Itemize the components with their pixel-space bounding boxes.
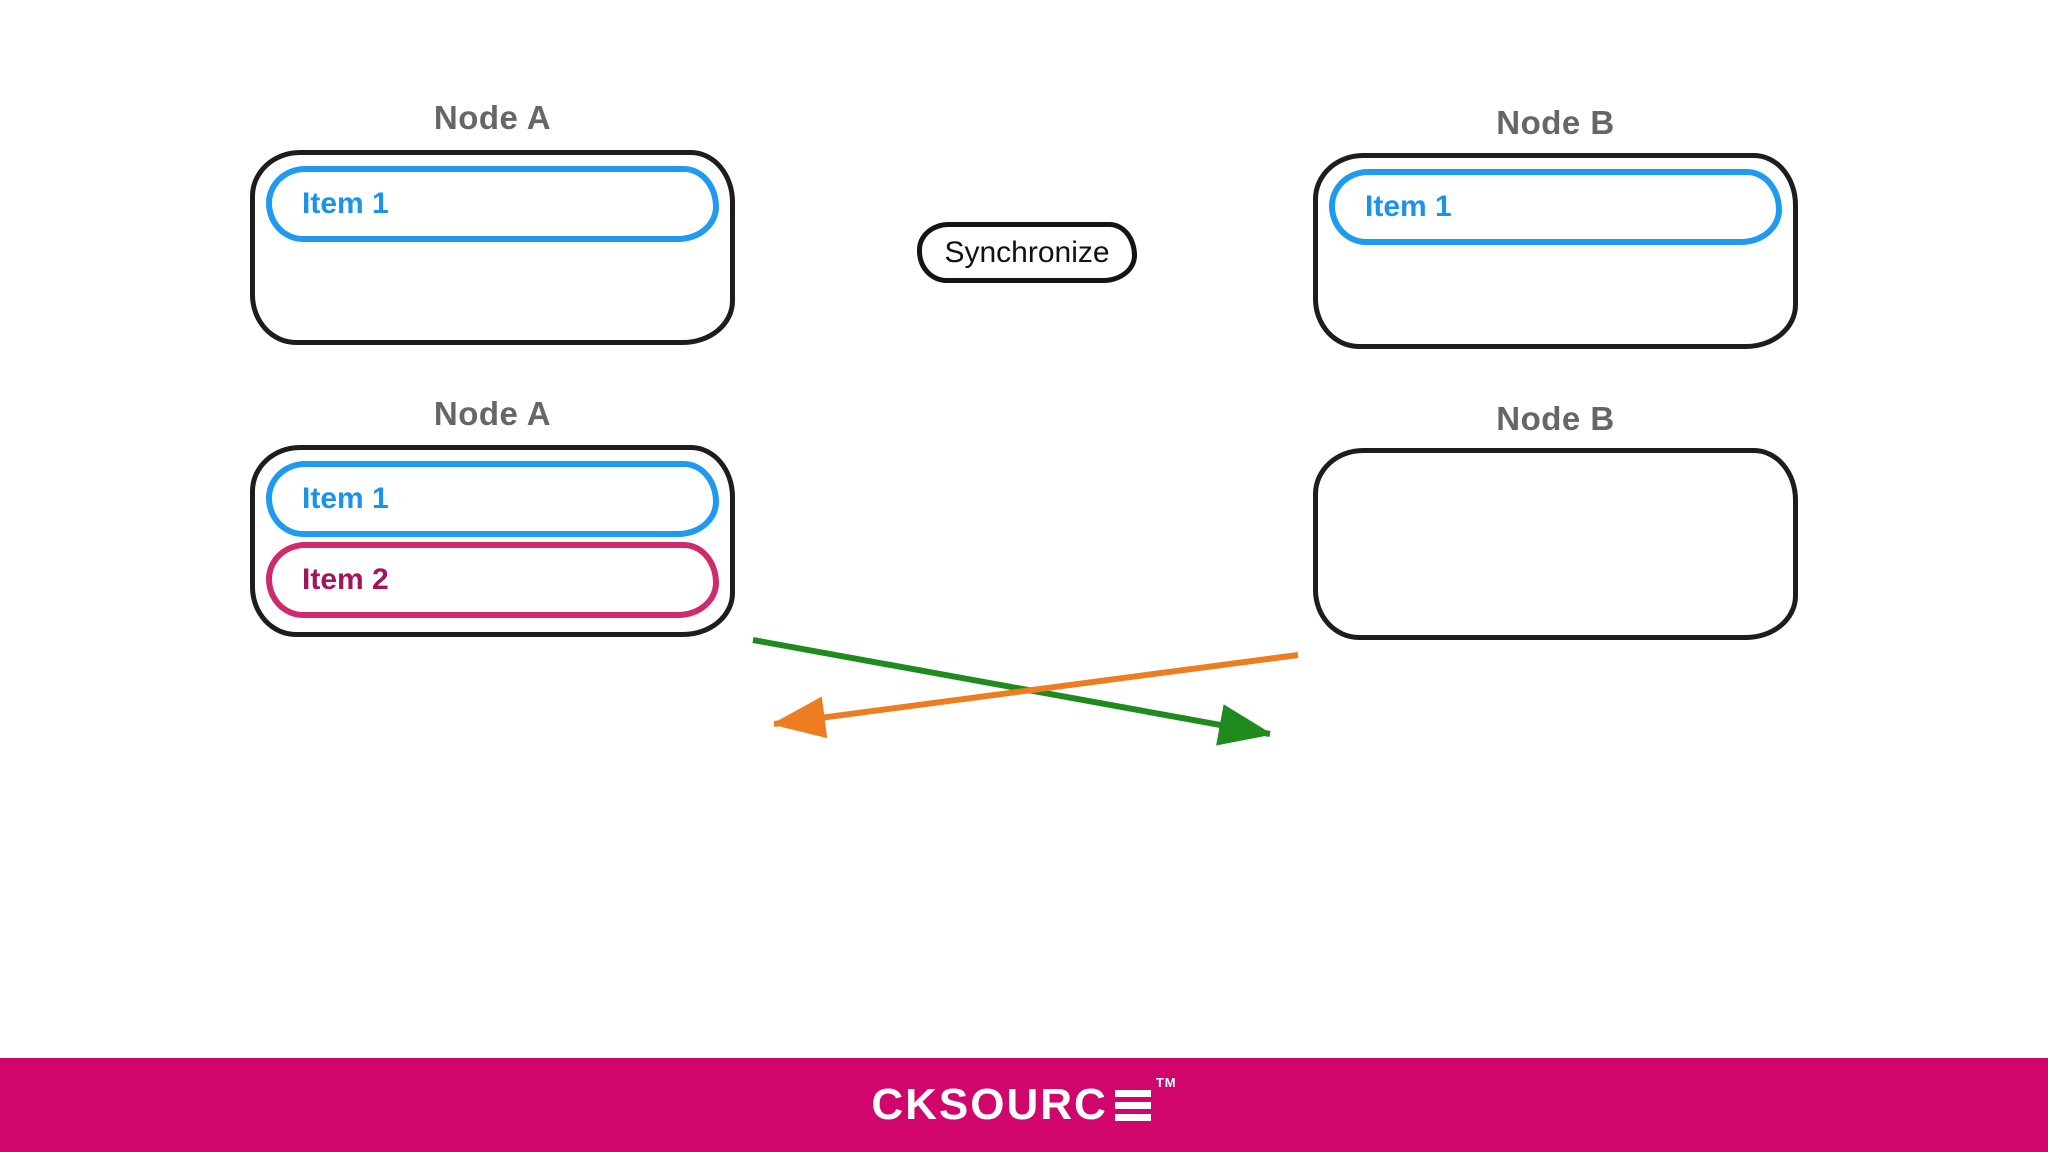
synchronize-button[interactable]: Synchronize [917, 222, 1137, 283]
cksource-logo-e-icon [1114, 1089, 1151, 1121]
sync-arrows [752, 637, 1299, 795]
item-pill: Item 1 [266, 166, 719, 242]
synchronize-button-label: Synchronize [944, 235, 1110, 269]
cksource-logo-text: CKSOURC [871, 1080, 1108, 1129]
footer-bar: CKSOURC TM [0, 1058, 2048, 1152]
green-arrow [752, 637, 1271, 734]
node-a-label-row2: Node A [433, 395, 552, 432]
node-b-label-row2: Node B [1496, 400, 1615, 437]
item-pill: Item 2 [266, 542, 719, 618]
orange-arrow [773, 652, 1299, 724]
node-a-box-row2: Item 1 Item 2 [250, 445, 735, 637]
node-a-label-row1: Node A [433, 99, 552, 136]
item-label: Item 1 [302, 482, 389, 515]
node-b-box-row2 [1313, 448, 1798, 640]
node-b-box-row1: Item 1 [1313, 153, 1798, 349]
item-label: Item 1 [302, 187, 389, 220]
item-label: Item 2 [302, 563, 389, 596]
trademark-symbol: TM [1155, 1075, 1177, 1090]
item-label: Item 1 [1365, 190, 1452, 223]
node-a-box-row1: Item 1 [250, 150, 735, 345]
cksource-logo: CKSOURC TM [871, 1075, 1176, 1129]
item-pill: Item 1 [1329, 169, 1782, 245]
node-b-label-row1: Node B [1496, 104, 1615, 141]
item-pill: Item 1 [266, 461, 719, 537]
